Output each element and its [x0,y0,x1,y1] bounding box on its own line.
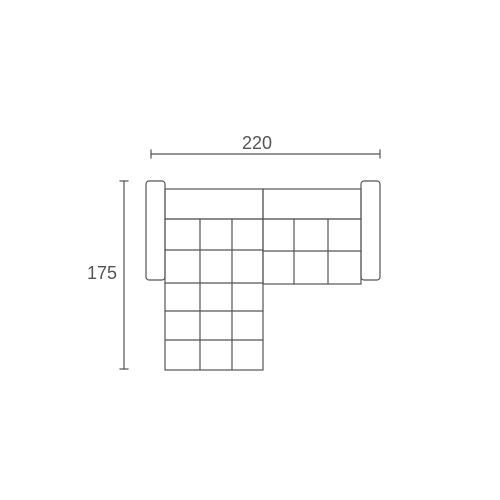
chaise-seat [164,218,264,371]
depth-dimension-label: 175 [87,263,118,283]
sofa-seat-grid [262,218,362,285]
chaise-seat-grid [164,218,264,371]
chaise-backrest [164,188,264,220]
left-armrest [145,180,166,281]
width-dimension-label: 220 [242,133,273,153]
right-armrest [360,180,381,281]
sofa-backrest [262,188,362,220]
width-dimension-line [150,149,381,159]
depth-dimension-line [119,180,129,370]
